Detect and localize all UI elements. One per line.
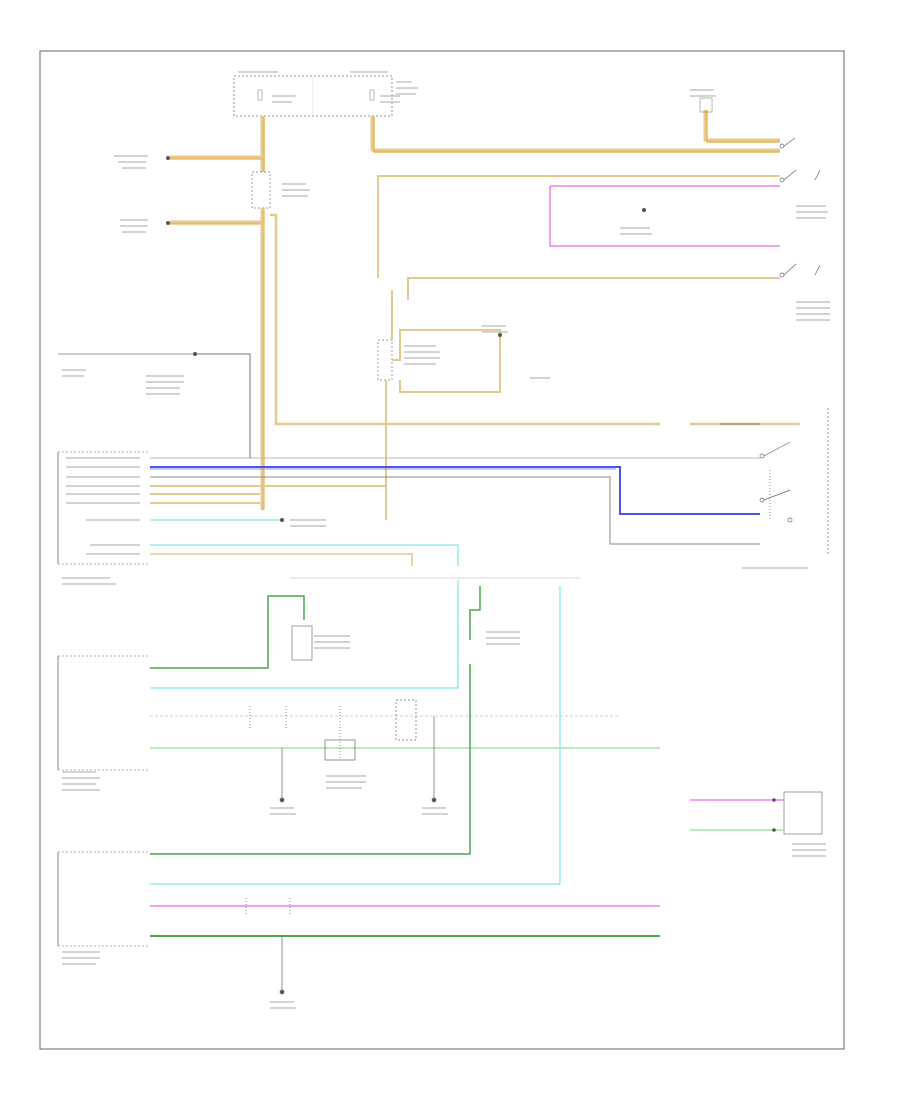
left-connectors-top (166, 155, 262, 225)
diagram-frame (39, 50, 845, 1050)
wire-tan-ecm-4 (150, 553, 413, 566)
ecm-block (57, 451, 150, 565)
splice-dot-b (280, 518, 284, 522)
wire-orange-ground-right (706, 110, 780, 143)
fuse-block-top (233, 75, 393, 117)
module-small-1 (291, 625, 313, 661)
fine-print-marks (62, 71, 830, 1009)
wire-green-vertical-mid (150, 664, 471, 855)
wire-orange-top-right (373, 116, 780, 153)
relay-middle (377, 290, 502, 393)
module-block-2 (57, 851, 150, 947)
wire-cyan-lower-1 (150, 580, 459, 689)
module-right-small (690, 791, 823, 835)
wire-tan-thin-2 (407, 277, 780, 300)
switch-top-right (779, 137, 821, 278)
multi-function-switch (720, 408, 829, 556)
wire-green-dark-1 (150, 595, 305, 669)
ground-group-2 (245, 898, 291, 995)
wire-tan-top-right (370, 116, 780, 152)
splice-dot-a (642, 208, 646, 212)
wire-green-dark-2 (469, 586, 481, 640)
wire-cyan-ecm-2 (150, 544, 459, 566)
wire-gray-ecm-top (195, 353, 251, 458)
wire-blue-1 (150, 466, 760, 515)
module-block-1 (57, 655, 150, 771)
ground-connector-top (699, 97, 713, 113)
wire-tan-horizontal-mid (270, 213, 660, 426)
left-top-connector (58, 352, 197, 356)
ground-group-1 (249, 699, 437, 803)
splice-box (251, 171, 271, 209)
wire-pink-top (549, 186, 780, 247)
wire-gray-2 (150, 476, 760, 545)
wire-tan-thin-1 (377, 175, 780, 278)
wire-tan-ground-right (703, 110, 780, 142)
